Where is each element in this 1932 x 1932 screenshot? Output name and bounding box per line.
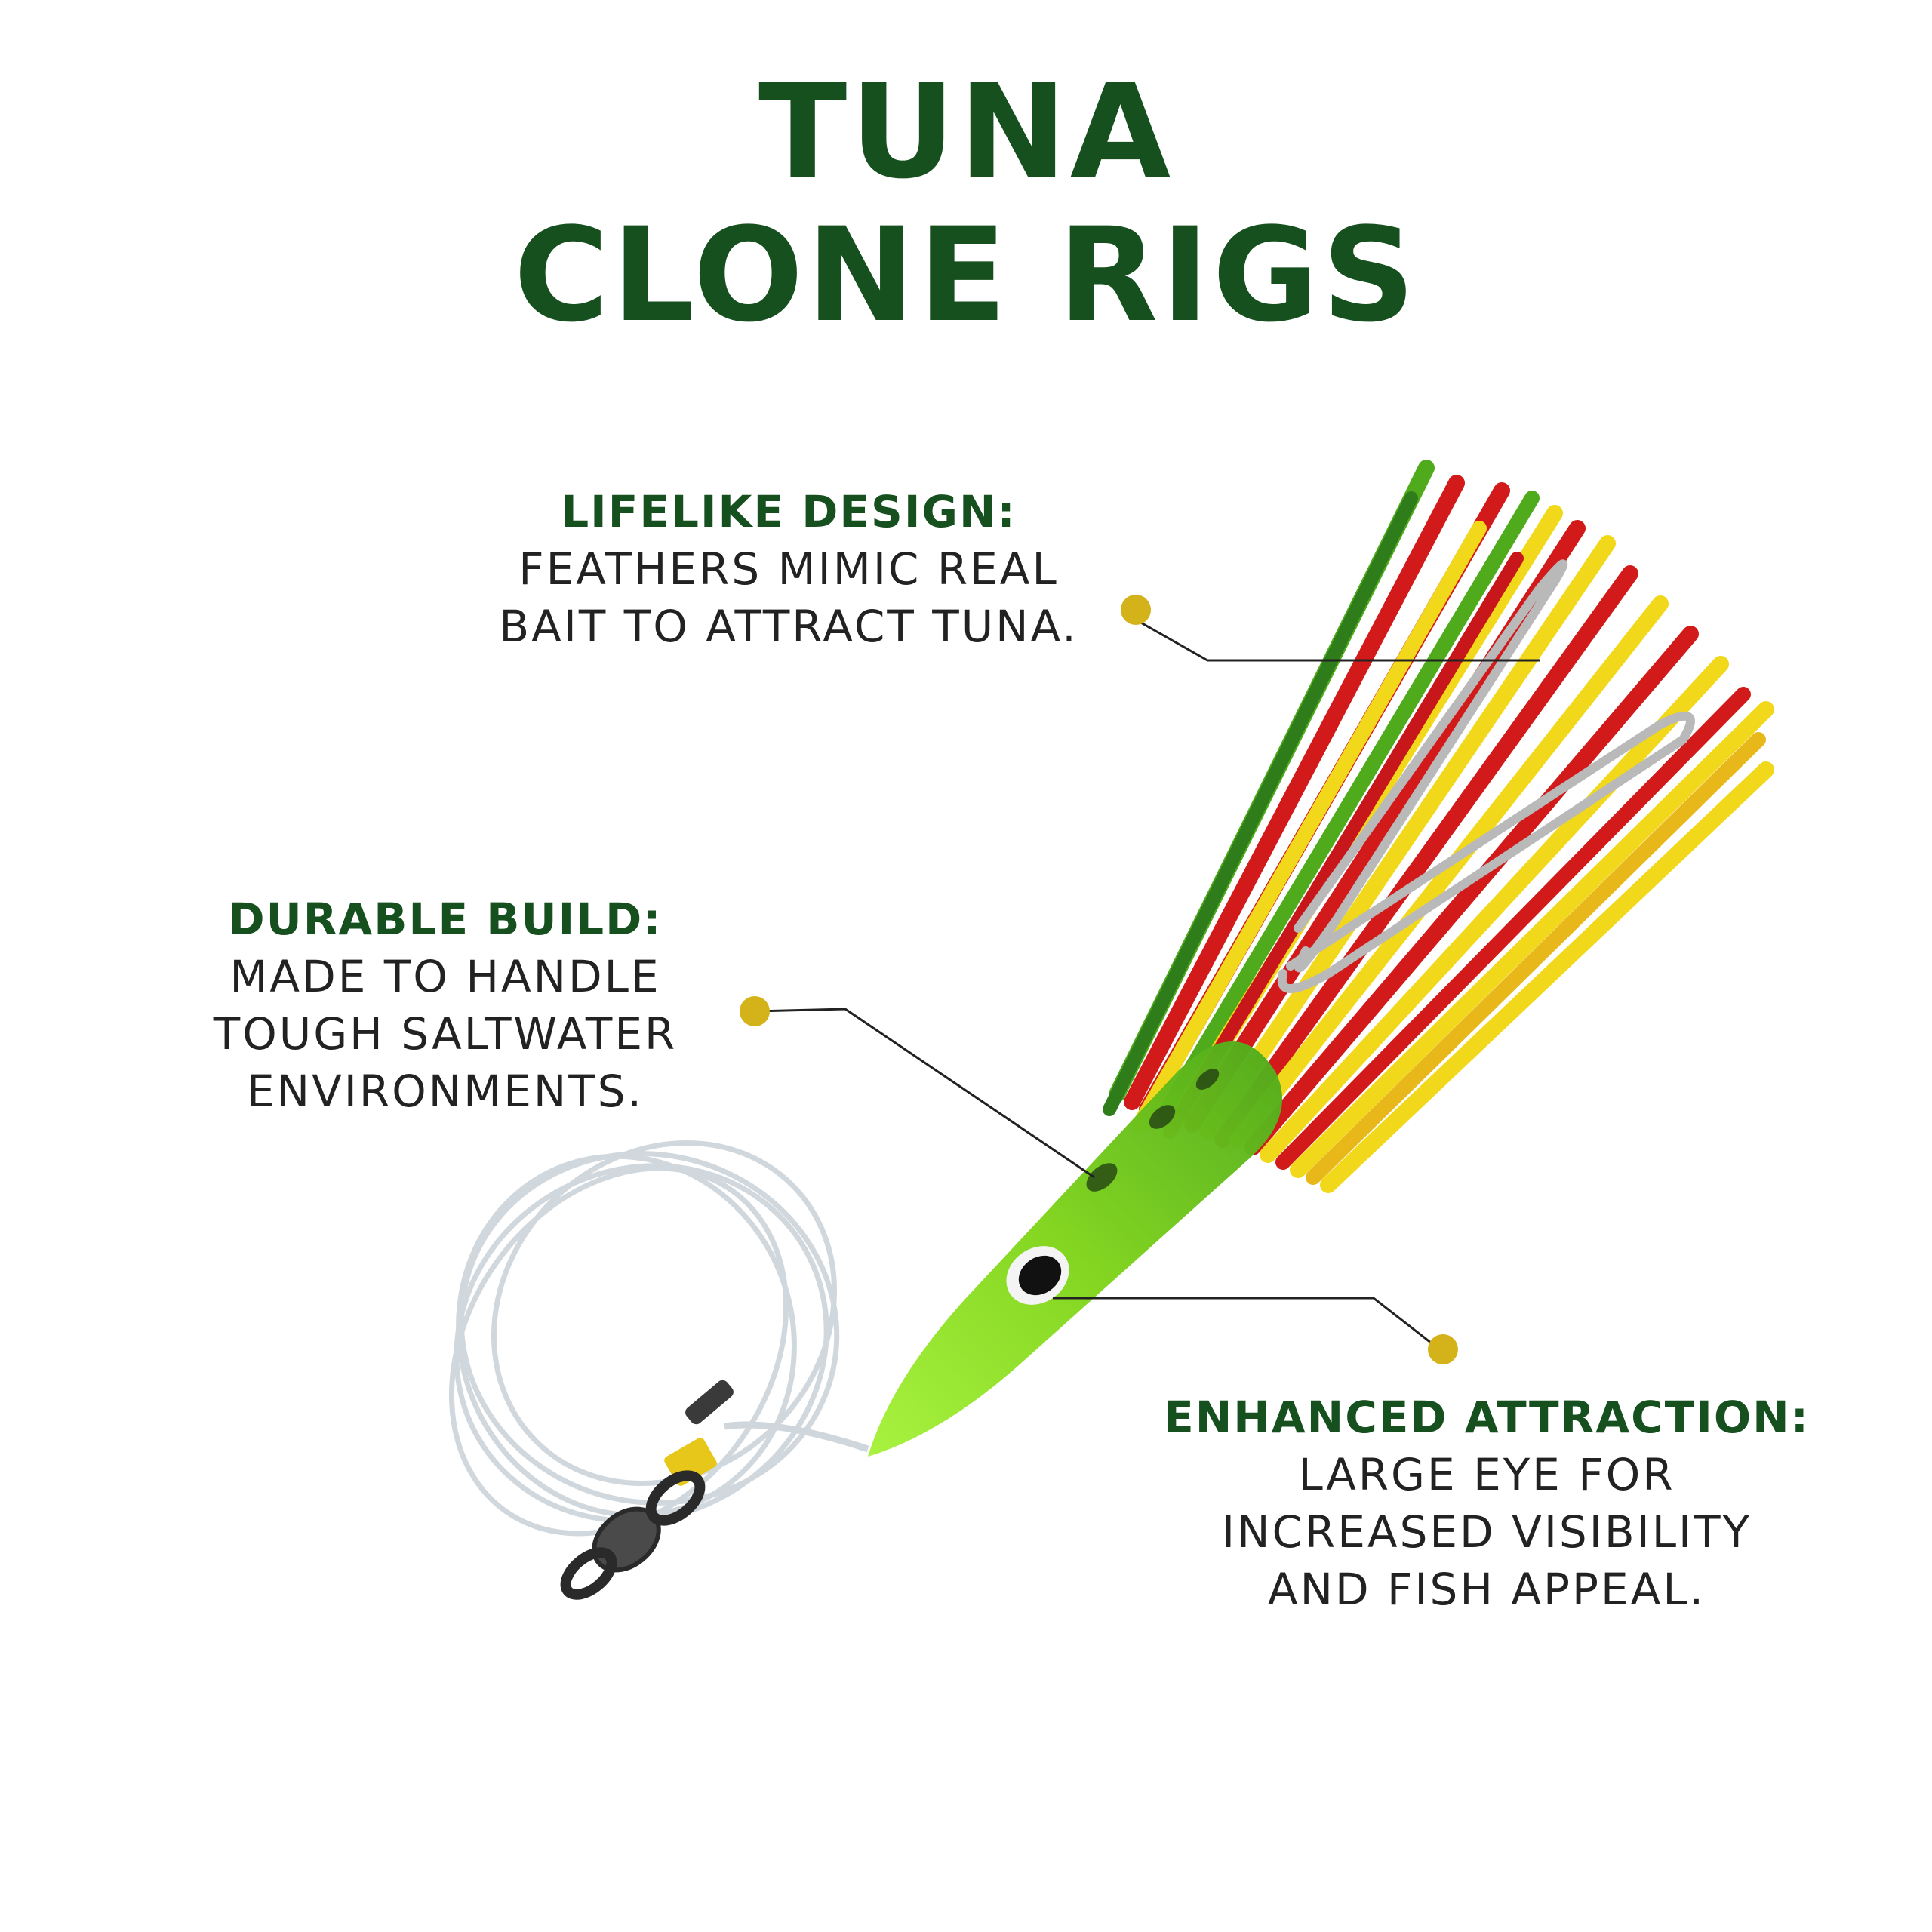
callout-heading: DURABLE BUILD: (228, 894, 663, 945)
callout-text: AND FISH APPEAL. (1267, 1564, 1706, 1615)
callout-enhanced-attraction: ENHANCED ATTRACTION: LARGE EYE FOR INCRE… (1147, 1389, 1826, 1618)
callout-text: LARGE EYE FOR (1298, 1449, 1675, 1500)
dot-marker-icon (1428, 1334, 1458, 1364)
callout-durable-build: DURABLE BUILD: MADE TO HANDLE TOUGH SALT… (181, 891, 709, 1120)
dot-marker-icon (740, 996, 770, 1026)
crimp-sleeve (685, 1380, 734, 1425)
callout-text: FEATHERS MIMIC REAL (518, 543, 1059, 595)
lure-eye-icon (1006, 1246, 1069, 1305)
callout-heading: LIFELIKE DESIGN: (561, 486, 1017, 537)
callout-lifelike-design: LIFELIKE DESIGN: FEATHERS MIMIC REAL BAI… (468, 483, 1109, 655)
callout-text: INCREASED VISIBILITY (1221, 1506, 1752, 1558)
skirt-strands (1103, 460, 1774, 1193)
callout-text: ENVIRONMENTS. (247, 1066, 644, 1117)
title-line-2: CLONE RIGS (513, 199, 1419, 351)
callout-heading: ENHANCED ATTRACTION: (1164, 1392, 1810, 1443)
hook-icon (1277, 559, 1695, 993)
callout-text: TOUGH SALTWATER (213, 1008, 678, 1060)
swivel-icon (560, 1470, 706, 1600)
dot-marker-icon (1121, 595, 1151, 625)
title-line-1: TUNA (758, 56, 1174, 208)
lure-markings (1086, 1069, 1220, 1192)
lure-head (868, 1041, 1282, 1457)
callout-text: BAIT TO ATTRACT TUNA. (499, 601, 1078, 652)
page-title: TUNA CLONE RIGS (0, 60, 1932, 347)
callout-text: MADE TO HANDLE (229, 951, 661, 1002)
